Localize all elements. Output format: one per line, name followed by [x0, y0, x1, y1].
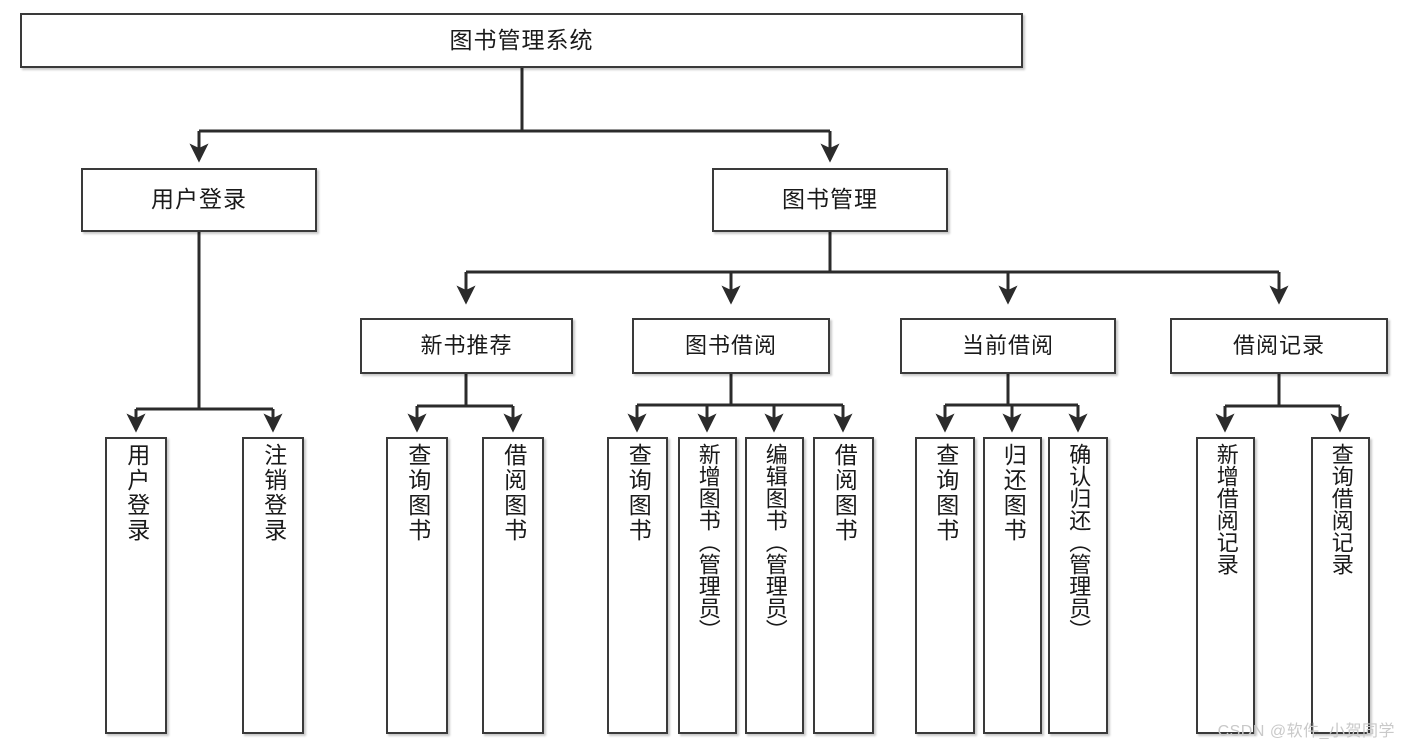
node-leaf-borrow-book-1[interactable]: 借阅图书	[482, 437, 544, 734]
node-leaf-confirm-return[interactable]: 确认归还（管理员）	[1048, 437, 1108, 734]
node-new-book-rec[interactable]: 新书推荐	[360, 318, 573, 374]
node-root[interactable]: 图书管理系统	[20, 13, 1023, 68]
node-leaf-edit-book-label: 编辑图书（管理员）	[762, 443, 788, 641]
node-leaf-edit-book[interactable]: 编辑图书（管理员）	[745, 437, 804, 734]
node-leaf-user-login[interactable]: 用户登录	[105, 437, 167, 734]
node-leaf-add-book-label: 新增图书（管理员）	[695, 443, 721, 641]
node-borrow-record-label: 借阅记录	[1232, 333, 1325, 359]
node-leaf-logout-label: 注销登录	[260, 443, 287, 543]
watermark-text: CSDN @软件_小贺同学	[1217, 723, 1395, 740]
node-leaf-query-record-label: 查询借阅记录	[1328, 443, 1354, 575]
node-leaf-borrow-book-1-label: 借阅图书	[500, 443, 527, 543]
node-current-borrow[interactable]: 当前借阅	[900, 318, 1116, 374]
node-leaf-user-login-label: 用户登录	[123, 443, 150, 543]
node-new-book-rec-label: 新书推荐	[420, 333, 513, 359]
node-leaf-query-book-2-label: 查询图书	[625, 443, 652, 543]
node-leaf-return-book[interactable]: 归还图书	[983, 437, 1042, 734]
node-leaf-query-book-1-label: 查询图书	[404, 443, 431, 543]
node-book-borrow-label: 图书借阅	[684, 333, 777, 359]
node-leaf-add-record[interactable]: 新增借阅记录	[1196, 437, 1255, 734]
node-leaf-return-book-label: 归还图书	[1000, 443, 1027, 543]
node-book-manage-label: 图书管理	[782, 186, 878, 213]
node-borrow-record[interactable]: 借阅记录	[1170, 318, 1388, 374]
node-user-login-label: 用户登录	[151, 186, 247, 213]
node-leaf-query-book-3-label: 查询图书	[932, 443, 959, 543]
node-leaf-query-book-3[interactable]: 查询图书	[915, 437, 975, 734]
node-leaf-borrow-book-2[interactable]: 借阅图书	[813, 437, 874, 734]
node-book-manage[interactable]: 图书管理	[712, 168, 948, 232]
node-leaf-logout[interactable]: 注销登录	[242, 437, 304, 734]
node-leaf-query-book-2[interactable]: 查询图书	[607, 437, 668, 734]
node-leaf-query-book-1[interactable]: 查询图书	[386, 437, 448, 734]
node-leaf-add-record-label: 新增借阅记录	[1213, 443, 1239, 575]
node-root-label: 图书管理系统	[449, 26, 594, 53]
node-leaf-add-book[interactable]: 新增图书（管理员）	[678, 437, 737, 734]
node-leaf-borrow-book-2-label: 借阅图书	[831, 443, 858, 543]
node-book-borrow[interactable]: 图书借阅	[632, 318, 830, 374]
node-leaf-confirm-return-label: 确认归还（管理员）	[1066, 443, 1092, 641]
node-user-login[interactable]: 用户登录	[81, 168, 317, 232]
node-leaf-query-record[interactable]: 查询借阅记录	[1311, 437, 1370, 734]
node-current-borrow-label: 当前借阅	[961, 333, 1054, 359]
